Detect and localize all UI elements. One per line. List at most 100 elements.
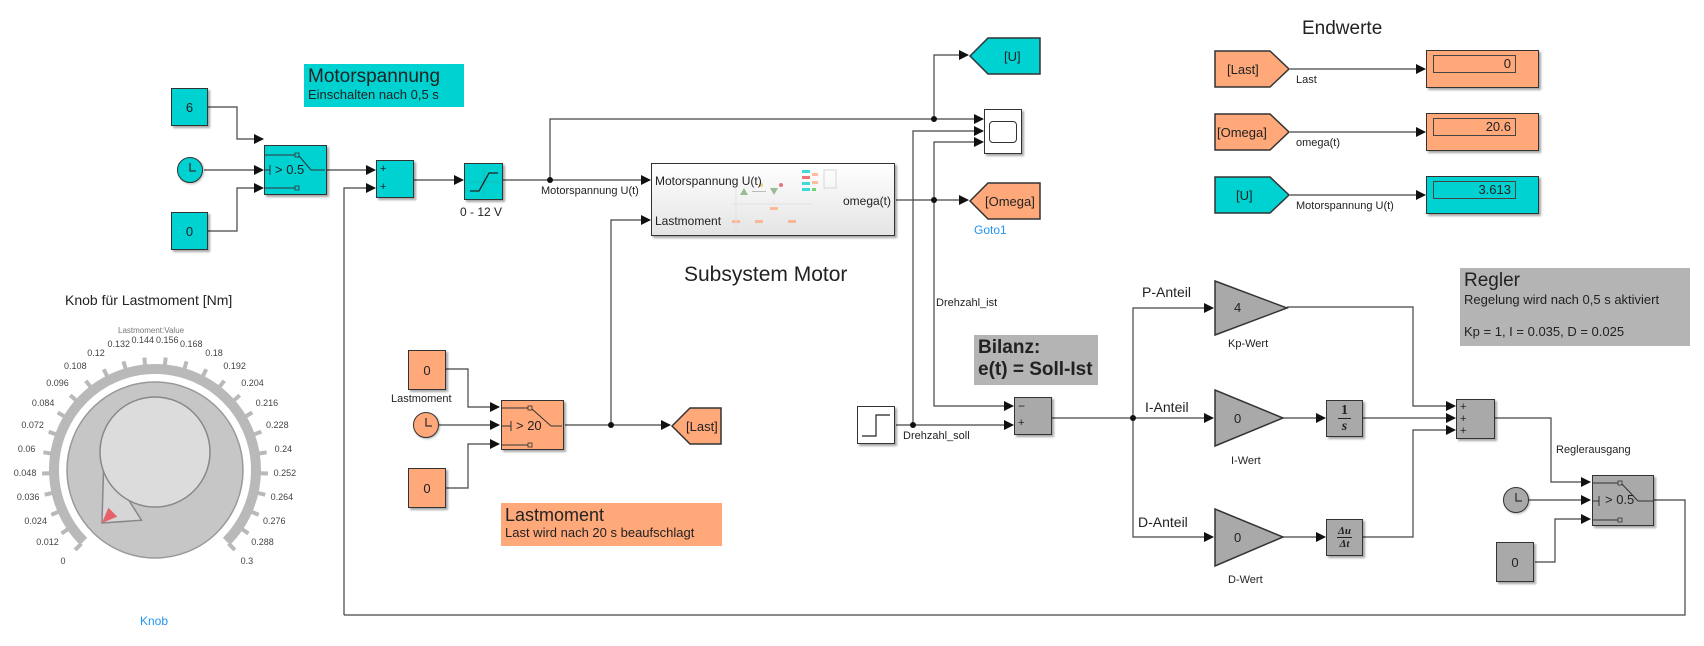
knob-tick-label: 0.168: [180, 339, 203, 350]
switch-block-regler[interactable]: > 0.5: [1592, 475, 1654, 526]
integrator-block[interactable]: 1 s: [1326, 400, 1363, 437]
sum-block-pid[interactable]: + + +: [1456, 399, 1495, 439]
constant-0-block[interactable]: 0: [171, 212, 208, 250]
wire-derivative-sum: [1363, 425, 1456, 538]
knob-dial[interactable]: [41, 357, 269, 559]
derivative-block[interactable]: Δu Δt: [1326, 519, 1363, 556]
gain-kd[interactable]: [1214, 507, 1285, 568]
bilanz-line2: e(t) = Soll-Ist: [978, 359, 1093, 380]
wire-u-goto: [933, 50, 969, 119]
load-constant0-block[interactable]: 0: [408, 468, 446, 508]
knob-tick: [44, 490, 54, 497]
clock-icon[interactable]: [177, 157, 203, 183]
knob-tick-label: 0.216: [255, 397, 279, 408]
branch-point: [547, 177, 553, 183]
from-omega-label: [Omega]: [1217, 125, 1267, 140]
kp-value: 4: [1234, 300, 1242, 315]
switch-icon: [265, 152, 325, 191]
from-u-tag[interactable]: [1214, 176, 1291, 214]
knob-tick-label: 0.132: [107, 339, 130, 350]
signal-label-omega: omega(t): [1296, 137, 1341, 149]
wire-rconst-switch: [1535, 514, 1591, 563]
goto-last-tag[interactable]: [670, 407, 722, 445]
switch-block-motor[interactable]: > 0.5: [264, 145, 327, 195]
knob-tick: [249, 509, 260, 517]
endwerte-title: Endwerte: [1302, 18, 1383, 39]
step-block[interactable]: [857, 406, 895, 444]
display-omega[interactable]: 20.6: [1426, 113, 1539, 151]
switch-threshold: > 0.5: [275, 162, 305, 177]
knob-tick-label: 0.06: [17, 443, 36, 454]
motor-voltage-note-title: Motorspannung: [308, 66, 441, 87]
knob-tick-label: 0.096: [46, 378, 69, 389]
knob-tick-label: 0.012: [36, 537, 59, 548]
saturation-label: 0 - 12 V: [460, 205, 503, 219]
knob-tick-label: 0.264: [270, 492, 294, 503]
knob-tick: [50, 509, 61, 517]
goto-u-tag[interactable]: [968, 37, 1041, 75]
sum-sign: +: [1018, 417, 1025, 429]
branch-point: [910, 422, 916, 428]
sum-sign: +: [380, 181, 387, 193]
constant-0-value: 0: [185, 223, 194, 239]
goto-omega-tag[interactable]: [968, 182, 1041, 220]
knob-tick: [182, 360, 189, 371]
step-icon: [862, 414, 890, 437]
wire-error-p: [1052, 303, 1214, 419]
regler-note-title: Regler: [1464, 270, 1520, 291]
feedback-label: Drehzahl_ist: [936, 297, 998, 309]
subsystem-motor-block[interactable]: Motorspannung U(t) Lastmoment omega(t): [651, 163, 895, 236]
knob-tick-label: 0.048: [13, 468, 37, 479]
wire-const6-switch: [208, 106, 264, 144]
kd-value: 0: [1234, 530, 1242, 545]
wire-regler-feedback: [344, 499, 1686, 616]
switch-icon: [1593, 480, 1653, 523]
saturation-block[interactable]: [464, 163, 503, 200]
sum-block-motor[interactable]: + +: [376, 160, 414, 198]
subsystem-preview-icon: [732, 169, 837, 230]
wire-omega-scope: [933, 137, 984, 200]
knob-tick-label: 0.156: [155, 334, 179, 345]
scope-block[interactable]: [984, 109, 1022, 154]
wire-pidsum-switch: [1495, 417, 1591, 487]
knob-tick-label: 0.192: [223, 361, 246, 372]
gain-ki[interactable]: [1214, 388, 1285, 448]
knob-tick: [60, 526, 71, 536]
goto-u-label: [U]: [1004, 49, 1021, 64]
regler-clock-icon[interactable]: [1503, 487, 1529, 513]
constant-6-block[interactable]: 6: [171, 88, 208, 126]
switch-threshold: > 20: [516, 418, 542, 433]
wire-kp-sum: [1287, 306, 1456, 411]
derivative-den: Δt: [1339, 537, 1350, 550]
knob-name[interactable]: Knob: [140, 614, 169, 628]
load-constant-block[interactable]: 0: [408, 350, 446, 390]
wire-error-d: [1132, 418, 1214, 542]
switch-threshold: > 0.5: [1605, 492, 1635, 507]
branch-point: [1130, 415, 1136, 421]
regler-constant-block[interactable]: 0: [1496, 542, 1534, 582]
motor-voltage-note-subtitle: Einschalten nach 0,5 s: [308, 87, 439, 102]
load-clock-icon[interactable]: [413, 412, 439, 438]
integrator-num: 1: [1338, 403, 1351, 419]
derivative-num: Δu: [1336, 524, 1352, 538]
wire-loadconst-switch: [446, 368, 500, 412]
knob-tick: [43, 450, 53, 456]
gain-kp[interactable]: [1214, 279, 1290, 337]
ki-name: I-Wert: [1231, 455, 1261, 467]
knob-tick: [231, 393, 242, 403]
display-last-value: 0: [1433, 55, 1516, 73]
display-u[interactable]: 3.613: [1426, 176, 1539, 214]
knob-tick-label: 0.18: [205, 348, 223, 359]
from-omega-tag[interactable]: [1214, 113, 1291, 151]
from-last-tag[interactable]: [1214, 50, 1291, 88]
step-label: Drehzahl_soll: [903, 430, 970, 442]
goto-omega-name[interactable]: Goto1: [974, 223, 1007, 237]
display-last[interactable]: 0: [1426, 50, 1539, 88]
knob-tick: [243, 410, 254, 419]
switch-block-load[interactable]: > 20: [501, 400, 564, 450]
sum-block-error[interactable]: − +: [1014, 397, 1052, 435]
p-label: P-Anteil: [1142, 284, 1192, 300]
branch-point: [931, 197, 937, 203]
knob-cap[interactable]: [99, 396, 211, 508]
